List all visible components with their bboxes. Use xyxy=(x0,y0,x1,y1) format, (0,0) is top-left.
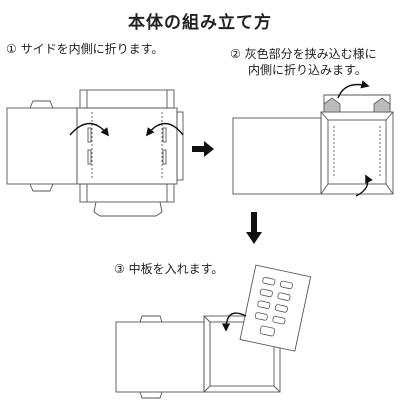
step-3-box-body xyxy=(203,315,281,393)
step-1-left-panel xyxy=(6,107,78,185)
step-2-gray-tabs xyxy=(323,97,391,113)
step-2-fold-arrow-top xyxy=(337,80,370,99)
step-2-back-flap xyxy=(323,94,391,112)
step-3-middle-board xyxy=(239,264,312,352)
step-3-insert-arrow xyxy=(221,312,247,332)
step-2-inner-walls xyxy=(327,119,387,185)
step-2-fold-arrow-bottom xyxy=(355,174,373,197)
step-1-fold-arrow-right xyxy=(145,122,184,137)
step-3-left-panel xyxy=(115,321,205,393)
step-2-number: ② xyxy=(230,47,241,61)
step-1-bottom-extension xyxy=(93,201,163,217)
right-arrow-icon xyxy=(192,141,214,157)
down-arrow-icon xyxy=(246,212,262,244)
step-1-left-bottom-tab xyxy=(29,183,54,192)
step-1-number: ① xyxy=(6,42,17,56)
step-1-bottom-flap xyxy=(79,183,175,203)
step-3-text: 中板を入れます。 xyxy=(128,262,224,276)
step-3-box-inner xyxy=(209,321,275,387)
step-1-box-blank xyxy=(6,89,184,217)
step-2-caption-line2: 内側に折り込みます。 xyxy=(248,63,367,77)
step-2-text: 灰色部分を挟み込む様に xyxy=(244,47,377,61)
step-2-left-panel xyxy=(232,117,322,195)
step-3-caption: ③ 中板を入れます。 xyxy=(114,261,223,277)
step-1-left-top-tab xyxy=(29,100,54,109)
step-1-right-end-flap xyxy=(176,111,184,181)
diagram-title: 本体の組み立て方 xyxy=(128,13,272,33)
step-1-fold-arrow-left xyxy=(69,122,110,137)
step-3-number: ③ xyxy=(114,262,125,276)
step-2-box xyxy=(232,94,394,195)
step-1-caption: ① サイドを内側に折ります。 xyxy=(6,41,163,57)
step-1-top-flap xyxy=(79,89,175,109)
step-2-base xyxy=(320,111,394,195)
step-2-caption: ② 灰色部分を挟み込む様に xyxy=(230,46,377,62)
step-1-text: サイドを内側に折ります。 xyxy=(20,42,164,56)
